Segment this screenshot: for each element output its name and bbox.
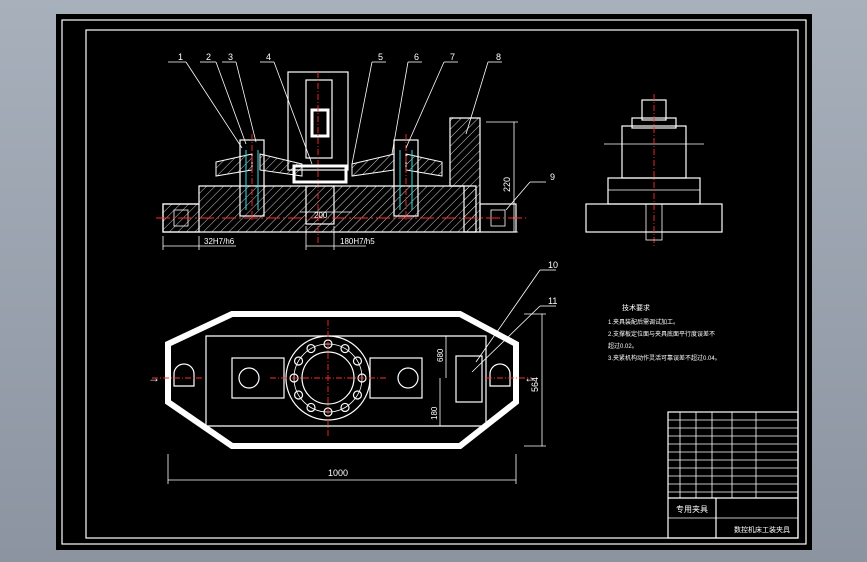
outer-border <box>61 19 807 545</box>
bolt-hole <box>340 402 350 413</box>
dim-32h7: 32H7/h6 <box>204 237 235 246</box>
svg-text:→: → <box>148 371 160 385</box>
bolt-hole <box>352 390 363 400</box>
balloon-2: 2 <box>206 52 211 62</box>
balloon-5: 5 <box>378 52 383 62</box>
bolt-hole <box>340 343 350 354</box>
dim-680: 680 <box>436 348 445 362</box>
bolt-hole <box>293 390 304 400</box>
balloon-4: 4 <box>266 52 271 62</box>
inner-border <box>85 29 799 539</box>
side-view <box>585 94 723 246</box>
balloon-10: 10 <box>548 260 558 270</box>
title-block-drawing-title: 数控机床工装夹具 <box>734 525 790 534</box>
dim-564: 564 <box>530 377 540 392</box>
front-view <box>156 61 546 250</box>
tech-req-line-1: 1.夹具装配后需调试加工。 <box>608 318 679 326</box>
bolt-hole <box>352 356 363 366</box>
svg-text:←: ← <box>524 371 536 385</box>
balloon-9: 9 <box>550 172 555 182</box>
title-block-name: 专用夹具 <box>676 504 708 514</box>
balloon-8: 8 <box>496 52 501 62</box>
balloon-11: 11 <box>548 296 557 306</box>
bolt-hole <box>306 343 316 354</box>
tech-req-title: 技术要求 <box>622 303 650 312</box>
tech-req-line-4: 3.夹紧机构动作灵活可靠误差不超过0.04。 <box>608 354 721 362</box>
dim-180h7: 180H7/h5 <box>340 237 375 246</box>
tech-req-line-2: 2.支撑板定位面与夹具底面平行度误差不 <box>608 330 715 338</box>
bolt-hole <box>306 402 316 413</box>
dim-180: 180 <box>430 406 439 420</box>
dim-1000: 1000 <box>328 468 348 478</box>
title-block <box>667 411 799 539</box>
top-view: → ← <box>148 269 556 484</box>
balloon-3: 3 <box>228 52 233 62</box>
cad-drawing: → ← 1 2 3 4 5 6 7 8 <box>61 19 807 545</box>
balloon-1: 1 <box>178 52 183 62</box>
drawing-sheet: → ← 1 2 3 4 5 6 7 8 <box>56 14 812 550</box>
bolt-hole <box>293 356 304 366</box>
balloon-7: 7 <box>450 52 455 62</box>
dim-200: 200 <box>314 211 328 220</box>
tech-req-line-3: 超过0.02。 <box>608 342 638 350</box>
dim-220: 220 <box>502 177 512 192</box>
balloon-6: 6 <box>414 52 419 62</box>
